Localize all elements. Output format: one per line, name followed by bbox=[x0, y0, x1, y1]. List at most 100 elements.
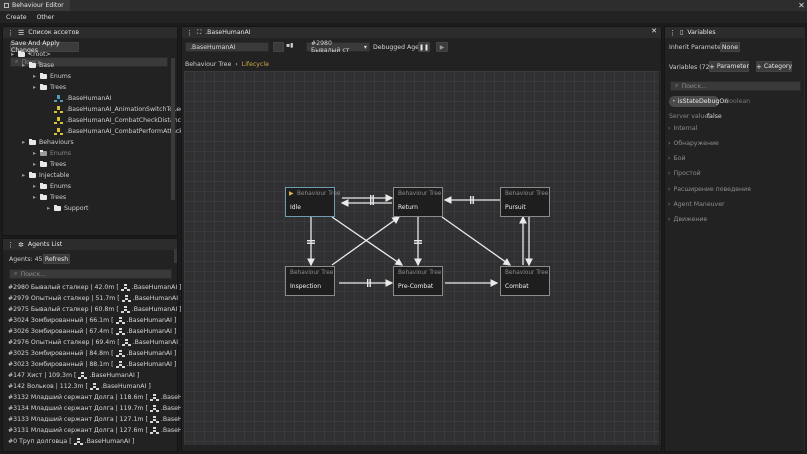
asset-tree-item[interactable]: ▸Enums bbox=[33, 148, 71, 158]
asset-tree-item[interactable]: ▸Trees bbox=[33, 192, 66, 202]
variable-category[interactable]: ›Простой bbox=[668, 168, 701, 180]
variable-category[interactable]: ›Internal bbox=[668, 122, 697, 134]
expand-arrow-icon[interactable]: ▸ bbox=[33, 160, 37, 168]
bracket: ] bbox=[173, 328, 177, 335]
agent-list-item[interactable]: #2980 Бывалый сталкер | 42.0m[.BaseHuman… bbox=[8, 282, 182, 293]
expand-arrow-icon[interactable]: ▸ bbox=[33, 193, 37, 201]
agent-list-item[interactable]: #142 Вольков | 112.3m[.BaseHumanAI] bbox=[8, 381, 151, 392]
asset-tree-item[interactable]: ▸Trees bbox=[33, 82, 66, 92]
menu-other[interactable]: Other bbox=[36, 13, 55, 21]
agent-label: #3134 Младший сержант Долга | 119.7m bbox=[8, 405, 144, 412]
variables-search-input[interactable]: ⌕ Поиск... bbox=[670, 81, 801, 91]
asset-tree-item[interactable]: ▸Base bbox=[22, 60, 54, 70]
agent-list-item[interactable]: #0 Труп долговца[.BaseHumanAI] bbox=[8, 436, 134, 447]
breadcrumb-current[interactable]: Lifecycle bbox=[241, 61, 269, 68]
hierarchy-icon bbox=[89, 383, 99, 390]
window-close-icon[interactable]: ✕ bbox=[798, 1, 805, 10]
agent-tree-link[interactable]: .BaseHumanAI bbox=[126, 317, 172, 324]
refresh-button[interactable]: Refresh bbox=[43, 254, 70, 264]
asset-tree-item[interactable]: ▸Enums bbox=[33, 71, 71, 81]
asset-tree-item[interactable]: ▸Enums bbox=[33, 181, 71, 191]
asset-tree-item[interactable]: .BaseHumanAI bbox=[47, 93, 111, 103]
agent-tree-link[interactable]: .BaseHumanAI bbox=[126, 328, 172, 335]
expand-arrow-icon[interactable]: ▸ bbox=[33, 182, 37, 190]
folder-icon bbox=[29, 138, 36, 145]
agent-list-item[interactable]: #3026 Зомбированный | 67.4m[.BaseHumanAI… bbox=[8, 326, 176, 337]
pick-button[interactable] bbox=[273, 42, 284, 52]
expand-arrow-icon[interactable]: ▸ bbox=[33, 83, 37, 91]
agent-label: #3025 Зомбированный | 84.8m bbox=[8, 350, 110, 357]
agent-tree-link[interactable]: .BaseHumanAI bbox=[131, 284, 178, 291]
asset-tree-item[interactable]: ▸<root> bbox=[11, 49, 51, 59]
panel-menu-icon[interactable]: ⋮ bbox=[7, 28, 14, 37]
agent-label: #3026 Зомбированный | 67.4m bbox=[8, 328, 110, 335]
agents-search-input[interactable]: ⌕ Поиск... bbox=[9, 269, 172, 279]
pause-button[interactable]: ❚❚ bbox=[418, 42, 430, 52]
expand-arrow-icon[interactable]: ▸ bbox=[22, 61, 26, 69]
variable-category[interactable]: ›Расширение поведения bbox=[668, 183, 751, 195]
assets-scrollbar[interactable] bbox=[171, 58, 175, 200]
save-apply-button[interactable]: Save And Apply Changes bbox=[10, 40, 79, 54]
variable-category[interactable]: ›Agent Maneuver bbox=[668, 199, 725, 211]
expand-arrow-icon[interactable]: ▸ bbox=[22, 171, 26, 179]
variable-category-label: Движение bbox=[673, 216, 708, 224]
agent-tree-link[interactable]: .BaseHumanAI bbox=[131, 306, 178, 313]
breadcrumb-root[interactable]: Behaviour Tree bbox=[185, 61, 232, 68]
agents-scrollbar[interactable] bbox=[174, 249, 177, 263]
variable-category[interactable]: ›Бой bbox=[668, 153, 686, 165]
inherit-select[interactable]: None bbox=[720, 42, 740, 52]
window-tab[interactable]: Behaviour Editor bbox=[0, 0, 70, 11]
panel-menu-icon[interactable]: ⋮ bbox=[7, 240, 14, 249]
asset-tree-item[interactable]: ▸Behaviours bbox=[22, 137, 74, 147]
variable-category[interactable]: ›Движение bbox=[668, 214, 707, 226]
agent-list-item[interactable]: #3024 Зомбированный | 66.1m[.BaseHumanAI… bbox=[8, 315, 176, 326]
agent-tree-link[interactable]: .BaseHumanAI bbox=[126, 350, 172, 357]
expand-arrow-icon[interactable]: ▸ bbox=[11, 50, 15, 58]
agent-list-item[interactable]: #3025 Зомбированный | 84.8m[.BaseHumanAI… bbox=[8, 348, 176, 359]
variable-chip[interactable]: • isStateDebugOn bbox=[669, 96, 728, 107]
agent-tree-link[interactable]: .BaseHumanAI bbox=[84, 438, 131, 445]
agent-select[interactable]: #2980 Бывалый ст ▾ bbox=[306, 40, 370, 54]
asset-field[interactable]: .BaseHumanAI bbox=[185, 42, 269, 52]
editor-tab-title[interactable]: .BaseHumanAI bbox=[205, 29, 251, 36]
agent-list-item[interactable]: #2976 Опытный сталкер | 69.4m[.BaseHuman… bbox=[8, 337, 183, 348]
asset-tree-item[interactable]: .BaseHumanAI_CombatCheckDistance bbox=[47, 115, 185, 125]
agent-tree-link[interactable]: .BaseHumanAI bbox=[100, 383, 147, 390]
editor-close-icon[interactable]: ✕ bbox=[651, 27, 657, 35]
agent-list-item[interactable]: #147 Хист | 109.3m[.BaseHumanAI] bbox=[8, 370, 139, 381]
node-idle[interactable]: Behaviour Tree▶Idle bbox=[285, 187, 340, 217]
agent-tree-link[interactable]: .BaseHumanAI bbox=[126, 361, 172, 368]
agent-tree-link[interactable]: .BaseHumanAI bbox=[132, 295, 179, 302]
assets-panel-title: Список ассетов bbox=[28, 29, 79, 36]
hierarchy-icon[interactable]: ▪▮ bbox=[286, 42, 294, 49]
agent-tree-link[interactable]: .BaseHumanAI bbox=[132, 339, 179, 346]
menu-create[interactable]: Create bbox=[6, 13, 27, 21]
agent-list-item[interactable]: #3023 Зомбированный | 88.1m[.BaseHumanAI… bbox=[8, 359, 176, 370]
play-button[interactable]: ▶ bbox=[436, 42, 448, 52]
assets-search-input[interactable]: ⌕ Поиск... bbox=[10, 57, 168, 67]
add-category-button[interactable]: + Category bbox=[756, 61, 792, 72]
asset-tree-item[interactable]: ▸Support bbox=[47, 203, 88, 213]
expand-arrow-icon[interactable]: ▸ bbox=[33, 149, 37, 157]
variable-category[interactable]: ›Обнаружение bbox=[668, 137, 719, 149]
panel-menu-icon[interactable]: ⋮ bbox=[186, 28, 193, 37]
asset-tree-item[interactable]: .BaseHumanAI_AnimationSwitchToLegacy bbox=[47, 104, 195, 114]
expand-arrow-icon[interactable]: ▸ bbox=[47, 204, 51, 212]
agent-list-item[interactable]: #2979 Опытный сталкер | 51.7m[.BaseHuman… bbox=[8, 293, 183, 304]
expand-arrow-icon[interactable]: ▸ bbox=[22, 138, 26, 146]
add-parameter-button[interactable]: + Parameter bbox=[709, 61, 749, 72]
asset-tree-item[interactable]: .BaseHumanAI_CombatPerformAttack bbox=[47, 126, 183, 136]
expand-arrow-icon[interactable]: ▸ bbox=[33, 72, 37, 80]
agent-list-item[interactable]: #2975 Бывалый сталкер | 60.8m[.BaseHuman… bbox=[8, 304, 182, 315]
bracket: ] bbox=[173, 317, 177, 324]
panel-menu-icon[interactable]: ⋮ bbox=[669, 28, 676, 37]
asset-tree-item[interactable]: ▸Trees bbox=[33, 159, 66, 169]
asset-tree-item[interactable]: ▸Injectable bbox=[22, 170, 69, 180]
agent-tree-link[interactable]: .BaseHumanAI bbox=[89, 372, 135, 379]
